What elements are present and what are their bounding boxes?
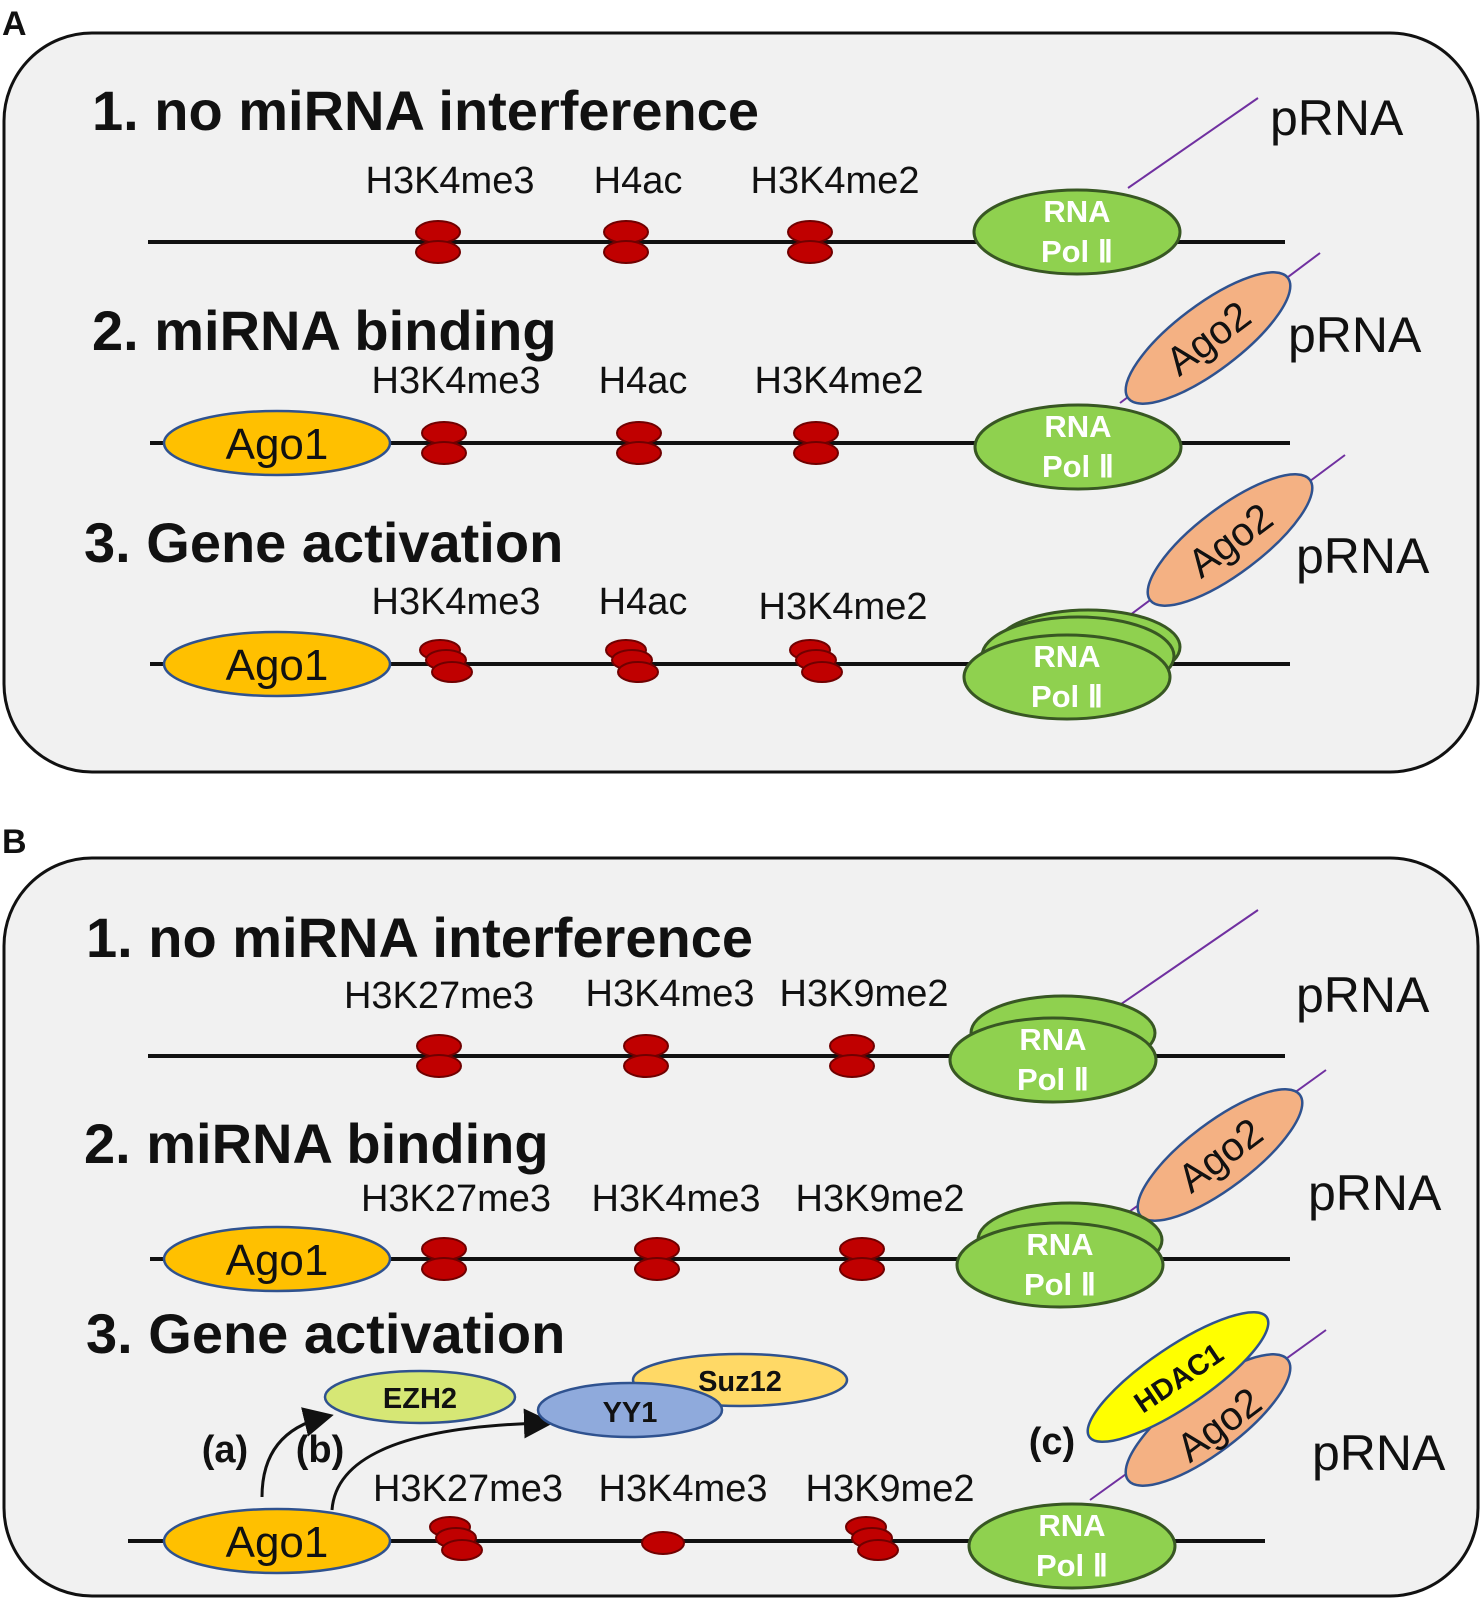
svg-text:Suz12: Suz12: [698, 1366, 782, 1398]
rna-pol-ii-stack: RNA Pol Ⅱ: [955, 1201, 1165, 1309]
nucleosome: [421, 421, 467, 465]
row-title: 1. no miRNA interference: [92, 79, 759, 142]
histone-mark-label: H4ac: [599, 581, 688, 623]
nucleosome: [415, 220, 461, 264]
svg-text:Pol Ⅱ: Pol Ⅱ: [1031, 679, 1103, 714]
svg-text:Ago1: Ago1: [226, 1518, 329, 1567]
nucleosome-cluster: [605, 639, 659, 683]
rna-pol-ii: RNA Pol Ⅱ: [973, 403, 1183, 491]
rna-pol-ii-stack: RNA Pol Ⅱ: [962, 608, 1182, 721]
nucleosome-cluster: [845, 1516, 899, 1561]
rna-pol-ii-stack: RNA Pol Ⅱ: [948, 994, 1158, 1104]
row-title: 2. miRNA binding: [92, 299, 557, 362]
label-b: (b): [296, 1429, 345, 1471]
prna-label: pRNA: [1288, 307, 1422, 363]
nucleosome: [829, 1034, 875, 1078]
nucleosome-single: [641, 1531, 685, 1555]
panel-a-row-3: 3. Gene activation Ago1 H3K4me3 H4ac H3K…: [84, 454, 1430, 721]
nucleosome: [421, 1237, 467, 1281]
svg-text:Pol Ⅱ: Pol Ⅱ: [1036, 1548, 1108, 1583]
svg-text:RNA: RNA: [1026, 1227, 1093, 1262]
prna-label: pRNA: [1296, 967, 1430, 1023]
yy1-protein: YY1: [536, 1381, 724, 1439]
histone-mark-label: H3K4me3: [372, 360, 541, 402]
ago1-protein: Ago1: [162, 1507, 392, 1575]
histone-mark-label: H3K4me3: [599, 1468, 768, 1510]
label-a: (a): [202, 1429, 248, 1471]
nucleosome: [616, 421, 662, 465]
svg-text:YY1: YY1: [603, 1397, 658, 1429]
nucleosome: [787, 220, 833, 264]
nucleosome: [839, 1237, 885, 1281]
prna-label: pRNA: [1296, 528, 1430, 584]
panel-b-row-3: 3. Gene activation Ago1 (a) (b) EZH2 Suz…: [86, 1302, 1446, 1590]
histone-mark-label: H3K4me2: [751, 160, 920, 202]
rna-pol-ii: RNA Pol Ⅱ: [972, 188, 1182, 276]
ezh2-protein: EZH2: [323, 1369, 517, 1425]
histone-mark-label: H3K27me3: [361, 1178, 551, 1220]
histone-mark-label: H3K4me3: [586, 973, 755, 1015]
nucleosome: [603, 220, 649, 264]
nucleosome: [793, 421, 839, 465]
svg-text:Ago1: Ago1: [226, 641, 329, 690]
panel-a-letter: A: [2, 5, 27, 43]
row-title: 3. Gene activation: [86, 1302, 565, 1365]
ago1-protein: Ago1: [162, 1225, 392, 1293]
svg-text:RNA: RNA: [1033, 639, 1100, 674]
ago1-protein: Ago1: [162, 409, 392, 477]
histone-mark-label: H3K4me2: [755, 360, 924, 402]
panel-b-row-1: 1. no miRNA interference H3K27me3 H3K4me…: [86, 906, 1430, 1104]
nucleosome: [623, 1034, 669, 1078]
histone-mark-label: H4ac: [594, 160, 683, 202]
svg-text:EZH2: EZH2: [383, 1383, 457, 1415]
histone-mark-label: H3K9me2: [796, 1178, 965, 1220]
svg-text:RNA: RNA: [1044, 409, 1111, 444]
prna-label: pRNA: [1308, 1165, 1442, 1221]
row-title: 1. no miRNA interference: [86, 906, 753, 969]
svg-text:Ago1: Ago1: [226, 1236, 329, 1285]
histone-mark-label: H3K9me2: [806, 1468, 975, 1510]
svg-text:RNA: RNA: [1038, 1508, 1105, 1543]
svg-text:RNA: RNA: [1019, 1022, 1086, 1057]
histone-mark-label: H3K27me3: [344, 975, 534, 1017]
histone-mark-label: H3K4me2: [759, 586, 928, 628]
histone-mark-label: H3K27me3: [373, 1468, 563, 1510]
histone-mark-label: H3K4me3: [372, 581, 541, 623]
arrow-to-yy1: [330, 1408, 554, 1511]
svg-text:Ago1: Ago1: [226, 420, 329, 469]
row-title: 3. Gene activation: [84, 511, 563, 574]
prna-strand: [1127, 97, 1259, 189]
panel-b-letter: B: [2, 823, 27, 861]
svg-text:Pol Ⅱ: Pol Ⅱ: [1024, 1267, 1096, 1302]
nucleosome-cluster: [789, 639, 843, 683]
panel-a-row-1: 1. no miRNA interference H3K4me3 H4ac H3…: [92, 79, 1404, 276]
histone-mark-label: H3K4me3: [366, 160, 535, 202]
ago1-protein: Ago1: [162, 630, 392, 698]
svg-text:Pol Ⅱ: Pol Ⅱ: [1017, 1062, 1089, 1097]
row-title: 2. miRNA binding: [84, 1112, 549, 1175]
nucleosome-cluster: [429, 1516, 483, 1561]
histone-mark-label: H3K9me2: [780, 973, 949, 1015]
svg-text:Pol Ⅱ: Pol Ⅱ: [1042, 449, 1114, 484]
svg-text:Pol Ⅱ: Pol Ⅱ: [1041, 234, 1113, 269]
nucleosome: [634, 1237, 680, 1281]
histone-mark-label: H4ac: [599, 360, 688, 402]
panel-b-row-2: 2. miRNA binding Ago1 H3K27me3 H3K4me3 H…: [84, 1069, 1442, 1309]
rna-pol-ii: RNA Pol Ⅱ: [967, 1502, 1177, 1590]
histone-mark-label: H3K4me3: [592, 1178, 761, 1220]
arrow-to-ezh2: [260, 1407, 334, 1498]
nucleosome-cluster: [419, 639, 473, 683]
prna-label: pRNA: [1312, 1425, 1446, 1481]
nucleosome: [416, 1034, 462, 1078]
svg-text:RNA: RNA: [1043, 194, 1110, 229]
label-c: (c): [1029, 1421, 1075, 1463]
prna-label: pRNA: [1270, 90, 1404, 146]
